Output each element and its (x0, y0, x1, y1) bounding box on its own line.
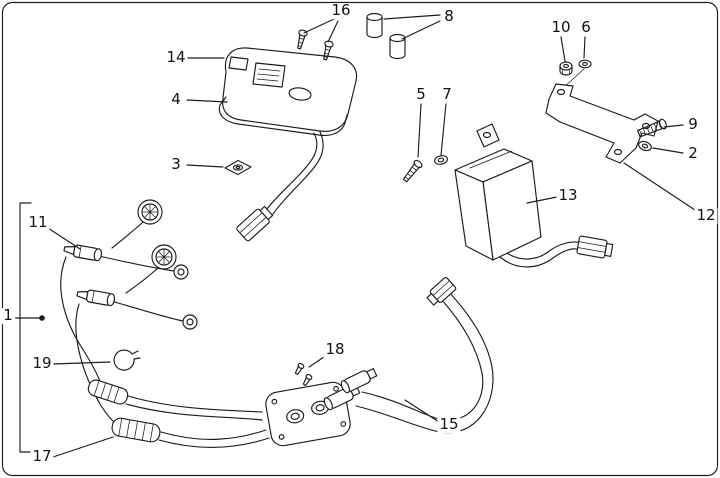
control-unit-cable (266, 131, 324, 215)
rubber-grommet (224, 159, 252, 176)
cdi-connector (576, 235, 614, 259)
callout-label-12: 12 (694, 206, 718, 225)
callout-label-10: 10 (549, 18, 573, 37)
wire-terminal-lower (76, 289, 116, 307)
callout-label-6: 6 (579, 18, 593, 37)
wire-terminal-upper (63, 244, 103, 262)
harness-connector (426, 276, 457, 306)
wiring-harness (125, 289, 494, 448)
callout-label-17: 17 (30, 447, 54, 466)
callout-label-8: 8 (442, 7, 456, 26)
cdi-unit (454, 123, 542, 261)
mounting-bracket (545, 83, 659, 164)
spark-plug-boot-b (111, 417, 161, 443)
rubber-bushing-b (389, 33, 406, 60)
nut-10 (559, 61, 573, 76)
ring-terminal-a (173, 264, 189, 280)
cap-symbol-b (151, 244, 177, 270)
callout-label-7: 7 (440, 85, 454, 104)
callout-label-9: 9 (686, 115, 700, 134)
washer-7 (434, 155, 448, 165)
control-unit (218, 47, 358, 137)
control-unit-connector (236, 205, 274, 242)
rubber-bushing-a (366, 12, 383, 39)
callout-label-11: 11 (26, 213, 50, 232)
callout-label-4: 4 (169, 90, 183, 109)
cap-symbol-a (137, 199, 163, 225)
mounting-plate (265, 381, 351, 447)
callout-label-13: 13 (556, 186, 580, 205)
left-wiring (60, 221, 184, 425)
washer-6 (578, 59, 592, 69)
spark-plug-cap-b (340, 368, 378, 394)
callout-label-18: 18 (323, 340, 347, 359)
cover-screw-a (297, 29, 308, 50)
plate-screw-b (302, 374, 313, 387)
callout-label-16: 16 (329, 1, 353, 20)
cdi-cable (499, 241, 582, 268)
callout-label-3: 3 (169, 155, 183, 174)
screw-5 (402, 159, 423, 183)
callout-label-5: 5 (414, 85, 428, 104)
plate-screw-a (294, 363, 305, 376)
callout-label-14: 14 (164, 48, 188, 67)
callout-label-15: 15 (437, 415, 461, 434)
callout-label-2: 2 (686, 144, 700, 163)
spark-plug-boot-a (87, 379, 129, 405)
ring-terminal-b (182, 314, 198, 330)
cover-screw-b (323, 40, 334, 61)
leader-lines (14, 14, 699, 458)
callout-label-1: 1 (1, 306, 15, 325)
assembly-bracket-1 (19, 202, 32, 453)
callout-label-19: 19 (30, 354, 54, 373)
hose-clamp (113, 349, 141, 371)
washer-2 (638, 140, 652, 152)
